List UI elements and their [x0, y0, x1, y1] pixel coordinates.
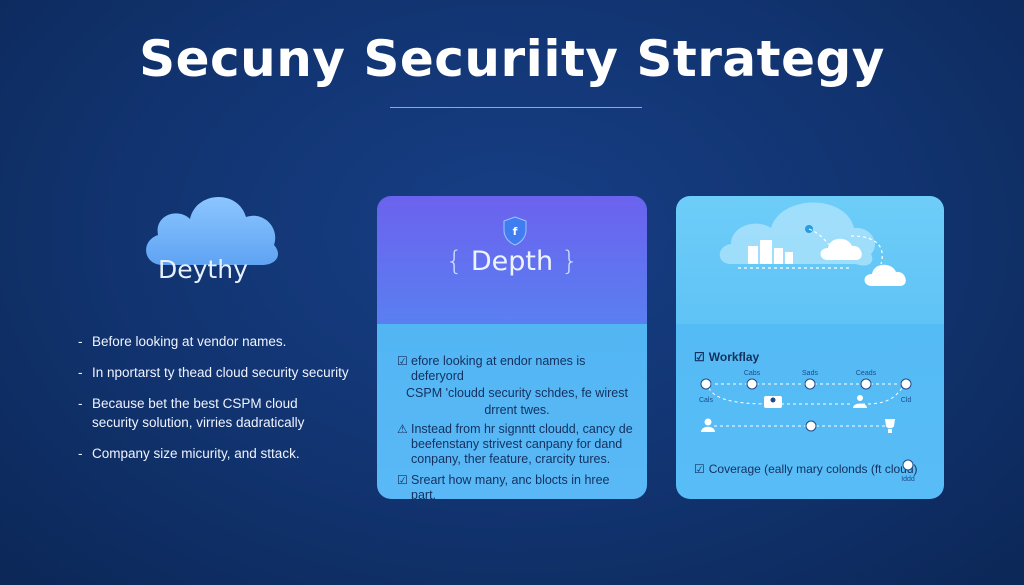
checkbox-icon: ☑	[694, 350, 705, 364]
workflow-card: ☑ Workflay Cals Cabs	[676, 196, 944, 499]
list-item: drrent twes.	[484, 403, 550, 417]
list-item: - Company size micurity, and sttack.	[78, 446, 300, 461]
list-item: - In nportarst ty thead cloud security s…	[78, 365, 349, 380]
workflow-end-node: Iddd	[901, 459, 915, 483]
depth-card-body: ☑ efore looking at endor names is defery…	[377, 324, 647, 499]
title-divider	[390, 107, 642, 108]
workflow-node: Cabs	[744, 370, 761, 390]
team-icon	[764, 396, 782, 408]
user-icon	[701, 418, 715, 432]
svg-text:Cabs: Cabs	[744, 370, 761, 377]
list-item: CSPM 'cloudd security schdes, fe wirest	[406, 386, 628, 400]
workflow-node: Cld	[900, 378, 912, 404]
depth-card: f {Depth} ☑ efore looking at endor names…	[377, 196, 647, 499]
trophy-icon	[885, 419, 895, 433]
cloud-icon	[146, 196, 279, 265]
user-icon	[853, 395, 867, 408]
list-item: ⚠ Instead from hr signntt cloudd, cancy …	[397, 422, 633, 466]
depth-title: {Depth}	[445, 246, 579, 277]
workflow-node	[805, 420, 817, 432]
list-item: - Before looking at vendor names.	[78, 334, 287, 349]
svg-text:Cals: Cals	[699, 397, 714, 404]
svg-text:Ceads: Ceads	[856, 370, 877, 377]
list-item: - Because bet the best CSPM cloud securi…	[78, 396, 305, 430]
workflow-card-body: ☑ Workflay Cals Cabs	[676, 324, 944, 499]
warning-icon: ⚠	[397, 422, 408, 436]
workflow-node: Ceads	[856, 370, 877, 390]
svg-text:f: f	[513, 225, 518, 238]
svg-text:Iddd: Iddd	[901, 476, 915, 483]
workflow-node: Cals	[699, 378, 714, 404]
workflow-heading: ☑ Workflay	[694, 350, 760, 364]
workflow-card-header	[676, 196, 944, 324]
workflow-diagram: Cals Cabs Sads Ceads Cld	[699, 370, 912, 433]
building-icon	[748, 240, 793, 264]
svg-text:Cld: Cld	[901, 397, 912, 404]
depth-card-header: f {Depth}	[377, 196, 647, 324]
cloud-label: Deythy	[158, 255, 248, 284]
page-title: Secuny Securiity Strategy	[139, 30, 885, 88]
workflow-node: Sads	[802, 370, 818, 390]
bullet-list: - Before looking at vendor names. - In n…	[78, 332, 368, 475]
checkbox-icon: ☑	[397, 473, 408, 487]
coverage-text: ☑ Coverage (eally mary colonds (ft cloud…	[694, 462, 918, 476]
list-item: ☑ efore looking at endor names is defery…	[397, 354, 586, 383]
cloud-icon	[864, 264, 906, 286]
svg-text:Sads: Sads	[802, 370, 818, 377]
checkbox-icon: ☑	[694, 462, 705, 476]
shield-icon: f	[503, 216, 527, 246]
list-item: ☑ Sreart how many, anc blocts in hree pa…	[397, 473, 637, 499]
cloud-icon	[820, 238, 862, 260]
cloud-network-illustration	[719, 202, 906, 286]
checkbox-icon: ☑	[397, 354, 408, 368]
